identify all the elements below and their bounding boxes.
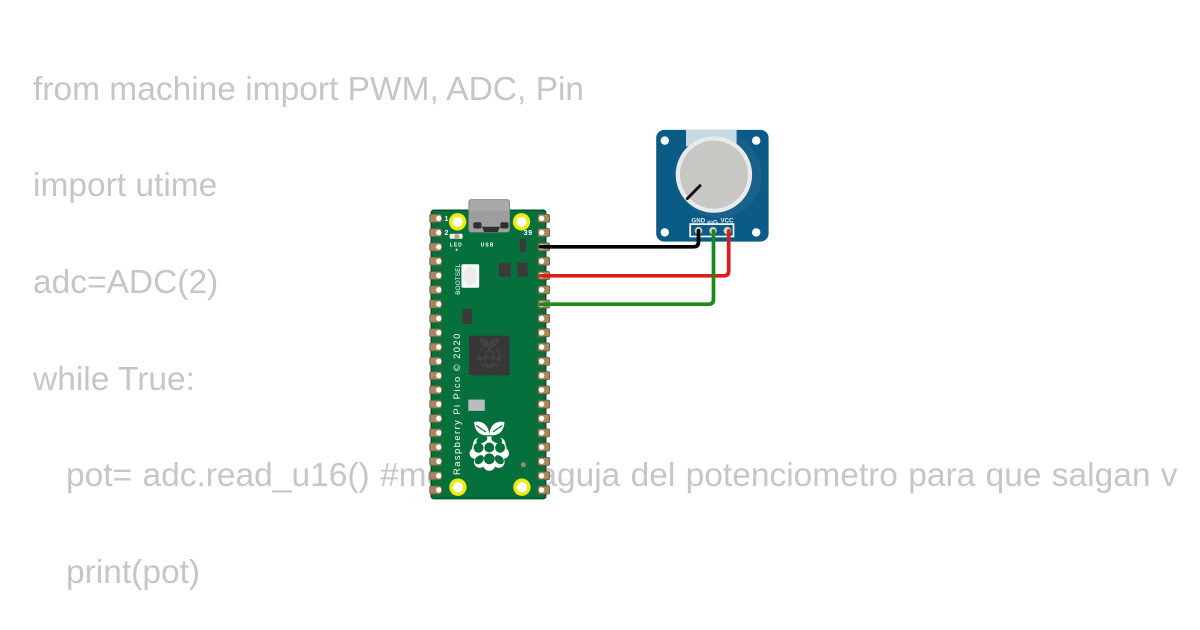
svg-text:GND: GND <box>691 218 705 225</box>
svg-text:VCC: VCC <box>720 218 734 225</box>
svg-text:2: 2 <box>445 230 449 237</box>
svg-text:USB: USB <box>481 242 495 248</box>
svg-text:BOOTSEL: BOOTSEL <box>455 263 462 294</box>
svg-text:1: 1 <box>445 216 449 223</box>
svg-text:Raspberry Pi Pico © 2020: Raspberry Pi Pico © 2020 <box>451 332 462 475</box>
svg-text:SIG: SIG <box>707 219 719 227</box>
svg-text:LED: LED <box>450 242 463 248</box>
svg-text:39: 39 <box>524 230 533 237</box>
